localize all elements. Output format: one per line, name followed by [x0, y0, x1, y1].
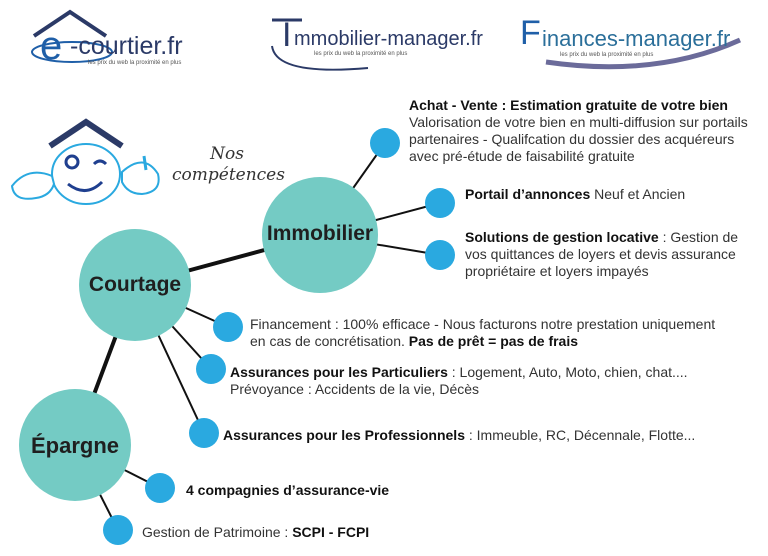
dot-particuliers: [196, 354, 226, 384]
item-professionnels: Assurances pour les Professionnels : Imm…: [223, 427, 763, 444]
dot-professionnels: [189, 418, 219, 448]
item-achat-vente: Achat - Vente : Estimation gratuite de v…: [409, 97, 765, 165]
item-patrimoine-body: Gestion de Patrimoine :: [142, 524, 292, 540]
dot-assurance-vie: [145, 473, 175, 503]
item-portail-body: Neuf et Ancien: [590, 186, 685, 202]
item-gestion-title: Solutions de gestion locative: [465, 229, 659, 245]
item-financement-bold: Pas de prêt = pas de frais: [409, 333, 578, 349]
node-epargne-label: Épargne: [19, 433, 131, 459]
item-assurance-vie-text: 4 compagnies d’assurance-vie: [186, 482, 389, 498]
item-particuliers-line2: Prévoyance : Accidents de la vie, Décès: [230, 381, 479, 397]
item-particuliers-title: Assurances pour les Particuliers: [230, 364, 448, 380]
dot-achat: [370, 128, 400, 158]
item-particuliers: Assurances pour les Particuliers : Logem…: [230, 364, 760, 398]
dot-portail: [425, 188, 455, 218]
item-pro-title: Assurances pour les Professionnels: [223, 427, 465, 443]
item-portail-title: Portail d’annonces: [465, 186, 590, 202]
item-particuliers-body: : Logement, Auto, Moto, chien, chat....: [448, 364, 688, 380]
dot-gestion: [425, 240, 455, 270]
item-gestion: Solutions de gestion locative : Gestion …: [465, 229, 761, 280]
item-patrimoine: Gestion de Patrimoine : SCPI - FCPI: [142, 524, 462, 541]
item-assurance-vie: 4 compagnies d’assurance-vie: [186, 482, 486, 499]
item-financement: Financement : 100% efficace - Nous factu…: [250, 316, 720, 350]
item-portail: Portail d’annonces Neuf et Ancien: [465, 186, 765, 203]
node-immobilier-label: Immobilier: [262, 222, 378, 246]
item-achat-title: Achat - Vente : Estimation gratuite de v…: [409, 97, 728, 113]
item-achat-body: Valorisation de votre bien en multi-diff…: [409, 114, 748, 164]
item-patrimoine-bold: SCPI - FCPI: [292, 524, 369, 540]
item-pro-body: : Immeuble, RC, Décennale, Flotte...: [465, 427, 695, 443]
node-courtage-label: Courtage: [79, 273, 191, 297]
dot-financement: [213, 312, 243, 342]
dot-patrimoine: [103, 515, 133, 545]
